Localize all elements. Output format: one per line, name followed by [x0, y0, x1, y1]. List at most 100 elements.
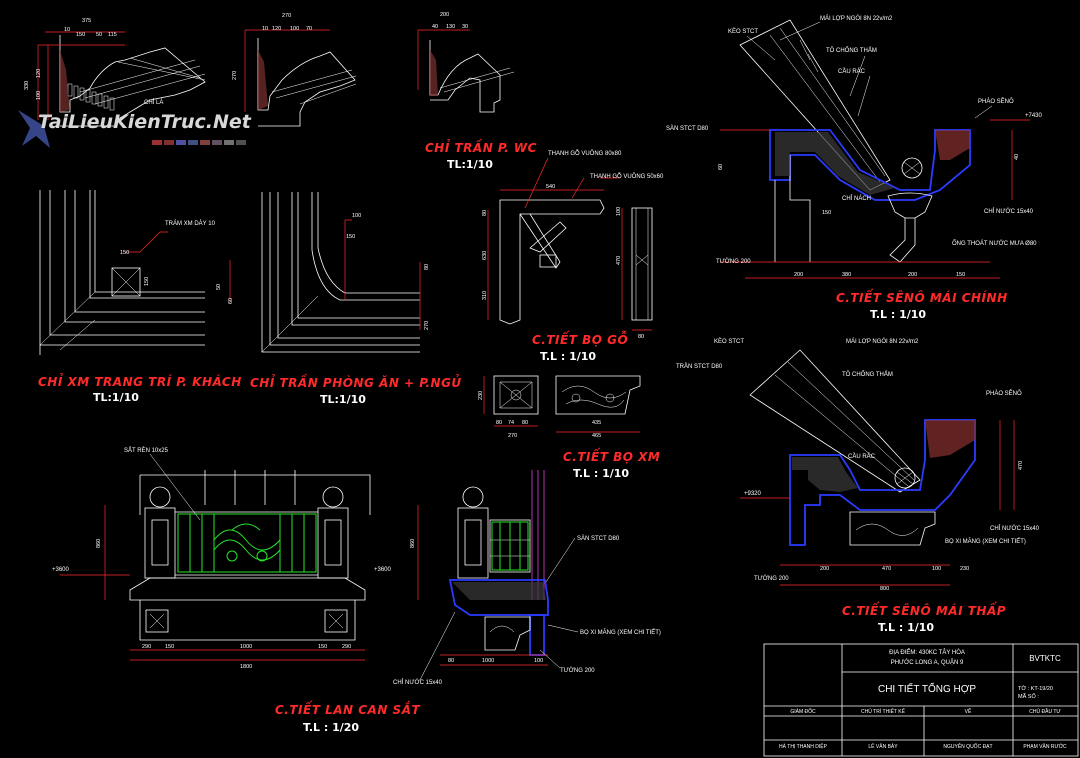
dim-label: 40	[432, 24, 438, 30]
title-block: ĐỊA ĐIỂM: 430KC TÂY HÒA PHƯỚC LONG A, QU…	[763, 643, 1079, 757]
project-code: BVTKTC	[1029, 654, 1061, 663]
chi-tran-wc-scale: TL:1/10	[447, 158, 493, 171]
seno-thap-note-8: TƯỜNG 200	[754, 575, 789, 582]
bo-xm-title: C.TIẾT BỌ XM	[563, 448, 660, 464]
dim-label: 80	[424, 264, 430, 270]
dim-label: 1800	[240, 664, 252, 670]
dim-label: 130	[446, 24, 455, 30]
dim-label: 270	[508, 433, 517, 439]
dim-label: 115	[108, 32, 117, 38]
role-drafter: VẼ	[965, 708, 972, 715]
dim-label: 150	[76, 32, 85, 38]
sheet-code: MÃ SỐ :	[1018, 693, 1039, 700]
seno-thap-title: C.TIẾT SÊNÔ MÁI THẤP	[842, 602, 1006, 618]
dim-label: 80	[448, 658, 454, 664]
name-drafter: NGUYỄN QUỐC ĐẠT	[943, 743, 992, 750]
bo-go-note-1: THANH GỖ VUÔNG 80x80	[548, 150, 622, 157]
watermark-bar	[152, 140, 246, 145]
dim-label: 465	[592, 433, 601, 439]
dim-label: 435	[592, 420, 601, 426]
seno-chinh-title: C.TIẾT SÊNÔ MÁI CHÍNH	[836, 289, 1008, 305]
chi-xm-corner-plan: TRÁM XM DÀY 10 150 150 50 60 CHỈ XM TRAN…	[38, 190, 241, 404]
dim-label: 60	[228, 298, 234, 304]
seno-mai-chinh-detail: MÁI LỢP NGÓI 8N 22v/m2 KÈO STCT TÔ CHỐNG…	[666, 15, 1043, 321]
bo-go-detail: THANH GỖ VUÔNG 80x80 THANH GỖ VUÔNG 50x6…	[482, 150, 664, 363]
chi-tran-an-corner-plan: 100 150 80 270 CHỈ TRẦN PHÒNG ĂN + P.NGỦ…	[250, 192, 462, 406]
dim-label: 100	[932, 566, 941, 572]
lan-can-scale: T.L : 1/20	[303, 721, 359, 734]
dim-label: 270	[424, 321, 430, 330]
lan-can-section: +3600 SÀN STCT D80 BỌ XI MĂNG (XEM CHI T…	[374, 470, 661, 686]
dim-label: 40	[1014, 154, 1020, 160]
seno-thap-note-7: BỌ XI MĂNG (XEM CHI TIẾT)	[945, 538, 1026, 545]
seno-chinh-scale: T.L : 1/10	[870, 308, 926, 321]
seno-thap-level: +9320	[744, 491, 762, 497]
dim-label: 860	[410, 539, 416, 548]
name-designer: LÊ VĂN BẢY	[868, 742, 898, 750]
dim-label: 540	[546, 184, 555, 190]
dim-label: 230	[960, 566, 969, 572]
lan-can-level-2: +3600	[374, 567, 392, 573]
dim-label: 200	[820, 566, 829, 572]
seno-thap-note-6: CHỈ NƯỚC 15x40	[990, 525, 1040, 532]
role-director: GIÁM ĐỐC	[790, 708, 816, 715]
seno-thap-note-2: TRẦN STCT D80	[676, 363, 723, 370]
bo-go-title: C.TIẾT BỌ GỖ	[532, 330, 628, 347]
dim-label: 70	[306, 26, 312, 32]
dim-label: 330	[24, 81, 30, 90]
chi-tran-an-title: CHỈ TRẦN PHÒNG ĂN + P.NGỦ	[250, 374, 462, 390]
bo-xm-scale: T.L : 1/10	[573, 467, 629, 480]
chi-tran-wc-title: CHỈ TRẦN P. WC	[425, 139, 537, 155]
sheet-number: TỜ : KT-19/20	[1018, 685, 1053, 692]
dim-label: 470	[882, 566, 891, 572]
seno-thap-note-1: MÁI LỢP NGÓI 8N 22v/m2	[846, 338, 919, 345]
watermark: TaiLieuKienTruc.Net	[18, 110, 252, 148]
seno-chinh-note-1: KÈO STCT	[728, 28, 758, 35]
bo-xm-detail: 230 80 74 80 270 435 465 C.TIẾT BỌ XM T.…	[478, 375, 660, 480]
dim-label: 200	[908, 272, 917, 278]
seno-mai-thap-detail: KÈO STCT MÁI LỢP NGÓI 8N 22v/m2 TRẦN STC…	[676, 338, 1040, 634]
lan-can-note-3: TƯỜNG 200	[560, 667, 595, 674]
seno-chinh-note-2: TÔ CHỐNG THẤM	[826, 47, 877, 54]
dim-label: 10	[262, 26, 268, 32]
dim-label: 860	[96, 539, 102, 548]
seno-thap-scale: T.L : 1/10	[878, 621, 934, 634]
dim-label: 80	[496, 420, 502, 426]
dim-label: 310	[482, 291, 488, 300]
dim-label: 150	[120, 250, 129, 256]
dim-label: 230	[478, 391, 484, 400]
dim-label: 30	[462, 24, 468, 30]
dim-label: 1000	[240, 644, 252, 650]
watermark-text: TaiLieuKienTruc.Net	[38, 111, 252, 133]
chi-tran-an-profile: 270 10 120 100 70 270	[232, 13, 357, 127]
role-designer: CHỦ TRÌ THIẾT KẾ	[861, 708, 906, 715]
dim-label: 200	[794, 272, 803, 278]
dim-label: 150	[822, 210, 831, 216]
lan-can-note-4: CHỈ NƯỚC 15x40	[393, 679, 443, 686]
dim-label: 80	[522, 420, 528, 426]
dim-label: 290	[142, 644, 151, 650]
chi-tran-an-scale: TL:1/10	[320, 393, 366, 406]
dim-label: 50	[96, 32, 102, 38]
dim-label: 800	[880, 586, 889, 592]
drawing-title: CHI TIẾT TỔNG HỢP	[878, 682, 976, 695]
seno-chinh-note-7: CHỈ NƯỚC 15x40	[984, 208, 1034, 215]
lan-can-level-1: +3600	[52, 567, 70, 573]
seno-thap-note-0: KÈO STCT	[714, 338, 744, 345]
dim-label: 100	[36, 91, 42, 100]
seno-thap-note-4: PHÀO SÊNÔ	[986, 389, 1022, 397]
lan-can-note-2: BỌ XI MĂNG (XEM CHI TIẾT)	[580, 629, 661, 636]
dim-label: 120	[272, 26, 281, 32]
seno-chinh-level: +7430	[1025, 113, 1043, 119]
role-owner: CHỦ ĐẦU TƯ	[1029, 708, 1061, 715]
dim-label: 150	[144, 277, 150, 286]
dim-label: 380	[842, 272, 851, 278]
dim-label: 100	[534, 658, 543, 664]
dim-label: 100	[616, 207, 622, 216]
seno-chinh-note-6: CHỈ NÁCH	[842, 195, 871, 202]
seno-chinh-note-3: CẦU RÁC	[838, 68, 866, 75]
dim-label: 10	[64, 27, 70, 33]
bo-go-scale: T.L : 1/10	[540, 350, 596, 363]
seno-chinh-note-5: SÀN STCT D80	[666, 125, 709, 132]
chi-xm-dim-375: 375	[82, 18, 91, 24]
